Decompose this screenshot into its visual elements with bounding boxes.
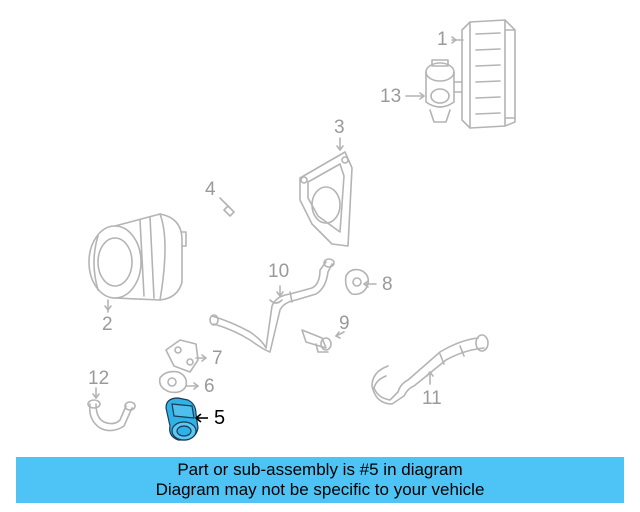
callout-8[interactable]: 8 xyxy=(382,274,393,295)
callout-1[interactable]: 1 xyxy=(437,29,448,50)
part-6-gasket[interactable] xyxy=(158,370,199,394)
part-4-bolt[interactable] xyxy=(219,197,235,217)
parts-diagram xyxy=(87,19,516,441)
part-5-highlighted[interactable] xyxy=(165,397,208,441)
callout-5[interactable]: 5 xyxy=(214,407,226,429)
callout-12[interactable]: 12 xyxy=(88,368,110,389)
part-11-hose[interactable] xyxy=(371,334,489,405)
callout-4[interactable]: 4 xyxy=(205,179,216,200)
part-9-sensor[interactable] xyxy=(301,329,345,353)
callout-2[interactable]: 2 xyxy=(102,314,113,335)
banner-line-disclaimer: Diagram may not be specific to your vehi… xyxy=(155,480,485,499)
banner-line-part: Part or sub-assembly is #5 in diagram xyxy=(177,460,463,479)
callout-7[interactable]: 7 xyxy=(212,348,223,369)
part-3-bracket[interactable] xyxy=(299,137,353,247)
part-13-valve[interactable] xyxy=(405,59,463,123)
callout-10[interactable]: 10 xyxy=(268,261,290,282)
part-8-gasket[interactable] xyxy=(344,268,377,296)
info-banner: Part or sub-assembly is #5 in diagram Di… xyxy=(16,457,624,503)
part-1-canister[interactable] xyxy=(451,19,516,129)
part-7-bracket[interactable] xyxy=(165,339,207,373)
part-2-air-pump[interactable] xyxy=(88,213,187,313)
callout-6[interactable]: 6 xyxy=(204,376,215,397)
part-12-pipe[interactable] xyxy=(87,387,136,432)
callout-13[interactable]: 13 xyxy=(380,86,402,107)
callout-11[interactable]: 11 xyxy=(422,388,442,409)
part-10-hose[interactable] xyxy=(209,258,335,353)
callout-3[interactable]: 3 xyxy=(334,117,345,138)
callout-9[interactable]: 9 xyxy=(339,313,350,334)
